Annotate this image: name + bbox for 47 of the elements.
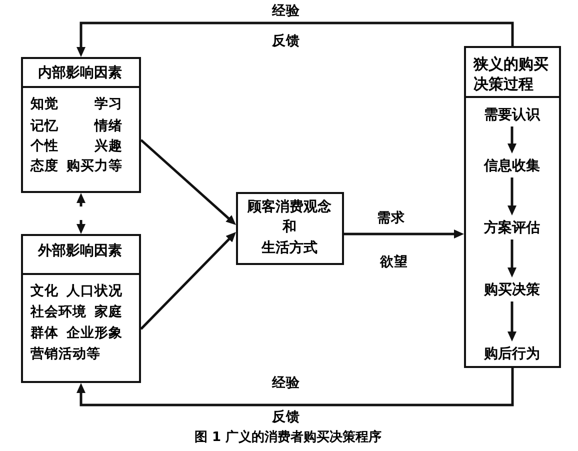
- factor-term: 态度: [30, 156, 58, 174]
- concept-text: 顾客消费观念: [248, 198, 332, 216]
- process-panel: [464, 46, 561, 368]
- factor-term: 记忆: [30, 116, 58, 134]
- step-text: 方案评估: [480, 216, 544, 240]
- factor-term: 家庭: [94, 302, 122, 320]
- concept-box: [236, 192, 344, 265]
- arrow-label: 需求: [377, 210, 405, 226]
- arrow: [508, 126, 516, 154]
- panel-heading: 狭义的购买决策过程: [474, 54, 550, 94]
- arrow: [140, 232, 236, 330]
- arrow: [140, 139, 236, 225]
- arrow-label: 欲望: [380, 254, 408, 270]
- factor-term: 情绪: [94, 116, 122, 134]
- panel-heading: 内部影响因素: [38, 64, 122, 82]
- arrow: [508, 302, 516, 342]
- arrow: [344, 230, 464, 238]
- factor-term: 学习: [94, 94, 122, 112]
- step-text: 信息收集: [480, 154, 544, 178]
- feedback-arrow: [76, 22, 514, 57]
- step-text: 需要认识: [480, 102, 544, 126]
- factor-term: 个性: [30, 136, 58, 154]
- arrow-label: 经验: [272, 3, 300, 19]
- factor-term: 社会环境: [30, 302, 86, 320]
- concept-text: 和: [282, 218, 296, 236]
- arrow: [508, 178, 516, 216]
- panel-heading: 外部影响因素: [38, 242, 122, 260]
- factor-box: [21, 57, 141, 193]
- arrow-label: 反馈: [272, 33, 300, 49]
- step-text: 购后行为: [480, 342, 544, 366]
- arrow-label: 经验: [272, 375, 300, 391]
- concept-text: 生活方式: [262, 238, 318, 256]
- feedback-arrow: [76, 368, 514, 406]
- factor-term: 群体: [30, 324, 58, 342]
- factor-term: 企业形象: [66, 324, 122, 342]
- factor-term: 知觉: [30, 94, 58, 112]
- factor-term: 兴趣: [94, 136, 122, 154]
- step-text: 购买决策: [480, 278, 544, 302]
- figure-caption: 图 1 广义的消费者购买决策程序: [194, 430, 382, 446]
- arrow-label: 反馈: [272, 409, 300, 425]
- arrow: [508, 240, 516, 278]
- factor-box: [21, 234, 141, 383]
- factor-term: 购买力等: [66, 156, 122, 174]
- double-arrow: [76, 193, 86, 234]
- factor-term: 文化: [30, 282, 58, 300]
- factor-term: 营销活动等: [30, 344, 100, 362]
- factor-term: 人口状况: [66, 282, 122, 300]
